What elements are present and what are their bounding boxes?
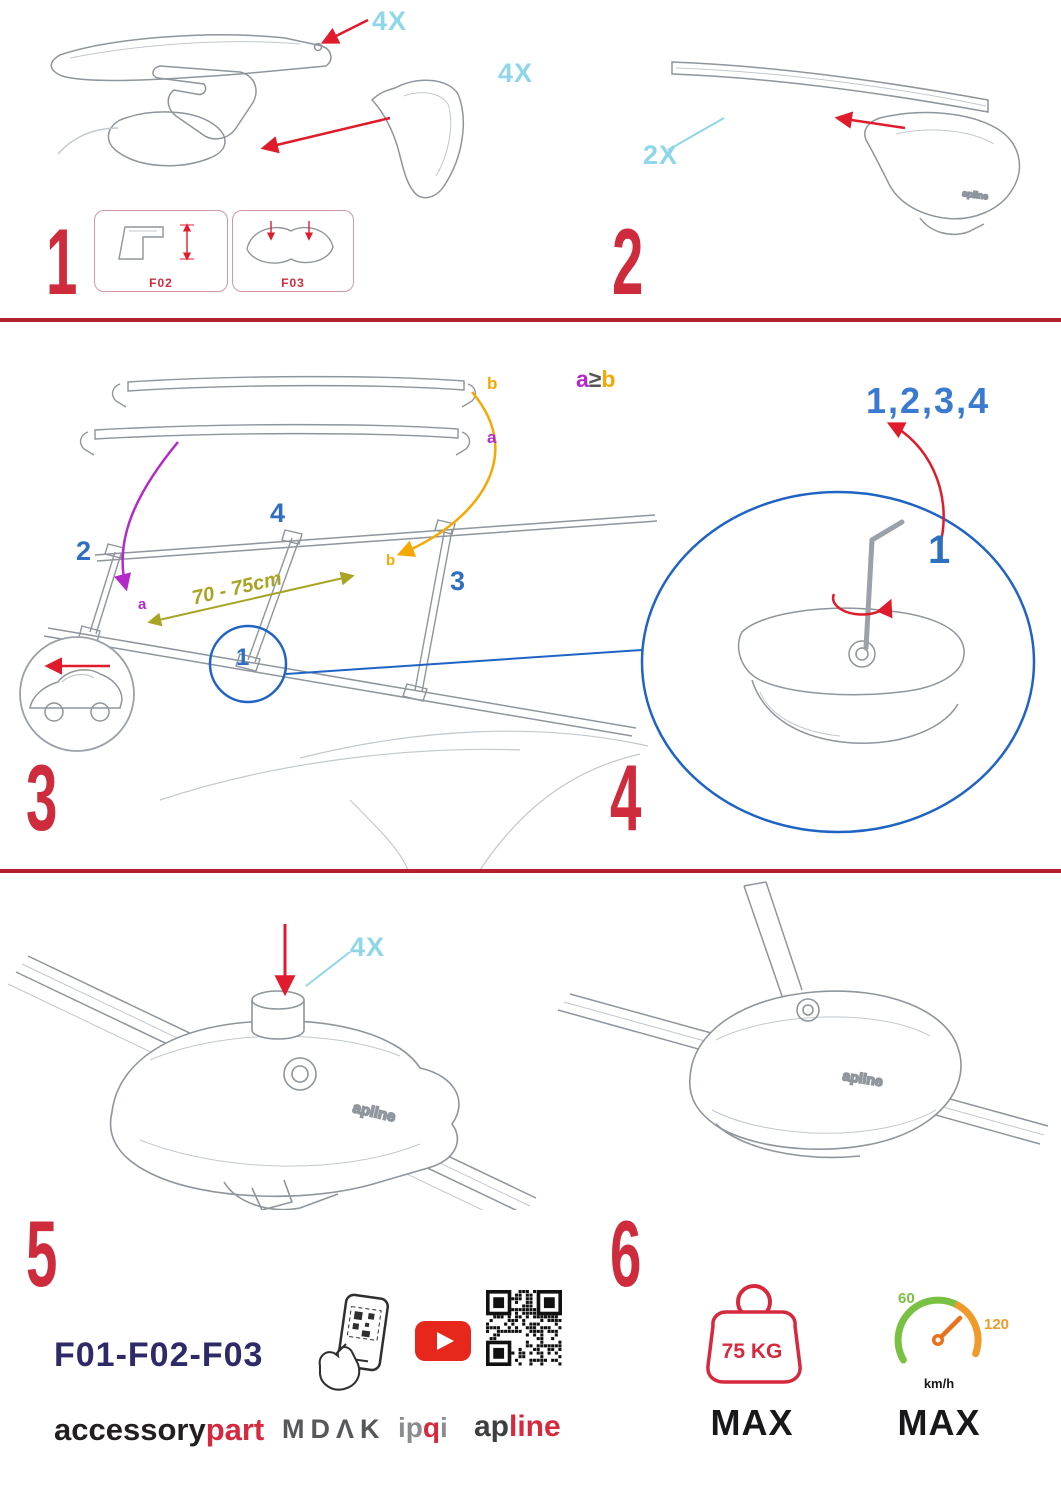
- crossbar-with-foot-drawing: apline: [671, 61, 1021, 236]
- inset-f03-label: F03: [281, 276, 305, 290]
- order-position-1: 1: [236, 644, 250, 671]
- step2-qty-leader-line: [667, 117, 725, 151]
- step2-clamp-logo: apline: [962, 188, 989, 202]
- step1-number: 1: [46, 209, 78, 314]
- bar-length-formula: a≥b: [576, 366, 615, 393]
- brand-ipqi-part2: q: [422, 1412, 440, 1443]
- step5-step6-drawing: apline apline: [7, 881, 1049, 1210]
- clamp-cover-drawing: [370, 79, 465, 199]
- max-load-label: MAX: [710, 1402, 794, 1443]
- step5-qty-label: 4X: [350, 932, 386, 962]
- step3-step4-drawing: [19, 375, 1036, 870]
- step1-inset-f02: F02: [94, 210, 228, 292]
- roof-bar-a-label: a: [138, 596, 147, 613]
- brand-accessory-part1: accessory: [54, 1412, 206, 1447]
- loose-bar-a-drawing: [79, 423, 471, 456]
- formula-op: ≥: [588, 366, 602, 392]
- step1-qty-clamp-label: 4X: [372, 6, 408, 36]
- sequence-arrow: [886, 422, 945, 547]
- order-position-2: 2: [76, 536, 92, 566]
- brand-apline: apline: [474, 1410, 561, 1444]
- roof-bar-b-mounted: [402, 519, 456, 702]
- step6-number: 6: [610, 1201, 642, 1306]
- distance-measure-arrow: [147, 571, 355, 627]
- youtube-play-icon: [415, 1321, 471, 1361]
- step6-clamp-drawing: apline: [688, 990, 962, 1159]
- order-position-4: 4: [270, 498, 286, 528]
- inset-f03-part-drawing: [246, 221, 334, 264]
- step1-qty-cover-label: 4X: [498, 58, 534, 88]
- step1-assembly-arrows: [260, 18, 391, 154]
- allen-key-drawing: [863, 519, 905, 651]
- brand-ipqi-part3: i: [440, 1412, 448, 1443]
- brand-apline-part2: line: [509, 1410, 561, 1443]
- roof-bar-b-label: b: [386, 552, 396, 569]
- step5-clamp-drawing: apline: [109, 990, 460, 1210]
- brand-ipqi: ipqi: [398, 1412, 448, 1444]
- max-load-value: 75 KG: [721, 1340, 783, 1363]
- qr-code-icon: [486, 1290, 562, 1366]
- gauge-unit-label: km/h: [923, 1376, 955, 1391]
- clamp-1-highlight-circle: [208, 624, 288, 704]
- max-load-weight-icon: [706, 1284, 802, 1384]
- step2-number: 2: [612, 209, 644, 314]
- tighten-rotation-arrow: [831, 593, 893, 619]
- car-roof-drawing: [43, 514, 658, 870]
- qr-modules: [486, 1290, 562, 1366]
- step3-number: 3: [26, 745, 58, 850]
- order-position-3: 3: [450, 566, 466, 596]
- bar-b-position-curve: [396, 391, 497, 557]
- brand-accessorypart: accessorypart: [54, 1412, 264, 1448]
- section-divider-top: [0, 318, 1061, 322]
- brand-apline-part1: ap: [474, 1410, 510, 1443]
- brand-ipqi-part1: ip: [398, 1412, 423, 1443]
- bar-a-position-curve: [114, 441, 179, 592]
- loose-bar-b-drawing: [111, 375, 477, 408]
- step1-inset-f03: F03: [232, 210, 354, 292]
- zoom-connector-line: [285, 649, 643, 675]
- phone-qr-scan-icon: [318, 1293, 389, 1391]
- crossbar-end-drawing: [50, 34, 332, 167]
- gauge-low-label: 60: [898, 1290, 915, 1307]
- step5-number: 5: [26, 1201, 58, 1306]
- step4-number: 4: [610, 745, 642, 850]
- product-codes: F01-F02-F03: [54, 1336, 264, 1374]
- tighten-first-label: 1: [928, 528, 951, 572]
- brand-accessory-part2: part: [205, 1412, 265, 1447]
- step1-step2-drawing: apline: [50, 18, 1021, 236]
- inset-f02-label: F02: [149, 276, 173, 290]
- formula-a: a: [576, 366, 589, 392]
- brand-mdak: MDΛK: [282, 1414, 386, 1444]
- gauge-high-label: 120: [984, 1316, 1010, 1333]
- max-speed-gauge-icon: [894, 1296, 982, 1364]
- step2-qty-label: 2X: [643, 140, 679, 170]
- step6-clamp-logo: apline: [842, 1067, 885, 1089]
- section-divider-bottom: [0, 869, 1061, 873]
- max-speed-label: MAX: [897, 1402, 981, 1443]
- step2-insert-arrow: [834, 111, 906, 130]
- loose-bar-b-label: b: [487, 374, 498, 393]
- car-direction-icon: [19, 636, 135, 752]
- clamp-zoom-detail: [640, 422, 1036, 834]
- loose-bar-a-label: a: [487, 428, 497, 447]
- step5-qty-leader-line: [305, 951, 351, 987]
- tighten-sequence-label: 1,2,3,4: [866, 380, 991, 421]
- formula-b: b: [601, 366, 616, 392]
- qr-finder-patterns: [486, 1290, 562, 1366]
- inset-f02-part-drawing: [118, 223, 194, 261]
